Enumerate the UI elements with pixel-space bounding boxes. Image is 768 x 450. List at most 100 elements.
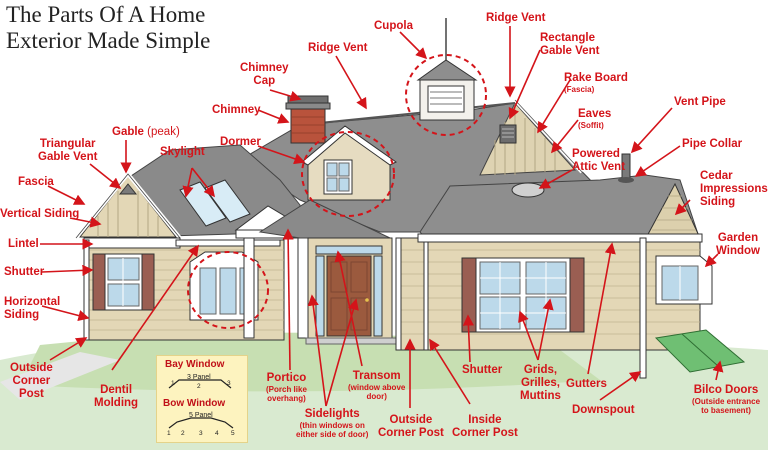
- label-inside-corner-post: Inside Corner Post: [452, 414, 518, 440]
- sidelight: [373, 255, 383, 337]
- outside-corner-post: [83, 239, 90, 341]
- label-bilco-sub2: to basement): [701, 406, 751, 415]
- label-cedar-line3: Siding: [700, 196, 736, 208]
- label-gable-text: Gable: [112, 126, 144, 138]
- label-chimney: Chimney: [212, 104, 261, 116]
- label-outside-corner-post-left: Outside Corner Post: [10, 362, 53, 401]
- label-icp-line2: Corner Post: [452, 427, 518, 439]
- label-gable-sub: (peak): [147, 126, 180, 138]
- label-rake-board-sub: (Fascia): [564, 85, 595, 94]
- label-vent-pipe: Vent Pipe: [674, 96, 726, 108]
- dentil-molding: [175, 239, 281, 247]
- label-garden-line1: Garden: [717, 232, 759, 244]
- label-cupola: Cupola: [374, 20, 413, 32]
- label-sidelights-sub1: (thin windows on: [299, 421, 365, 430]
- inside-corner-post: [423, 237, 429, 351]
- highlight-circles: [187, 54, 487, 329]
- back-gable: [479, 102, 577, 176]
- label-ocp-mid-line1: Outside: [389, 414, 433, 426]
- shutter: [141, 253, 155, 311]
- label-eaves-sub: (Soffit): [578, 121, 604, 130]
- label-powered-line2: Attic Vent: [572, 161, 626, 173]
- triangular-gable-vent: [118, 183, 138, 195]
- label-tri-line2: Gable Vent: [38, 151, 98, 163]
- label-portico: Portico (Porch like overhang): [266, 372, 307, 403]
- garden-window: [655, 255, 713, 305]
- label-garden-window: Garden Window: [716, 232, 760, 258]
- label-rectangle-gable-vent: Rectangle Gable Vent: [540, 32, 599, 58]
- label-downspout: Downspout: [572, 404, 635, 416]
- label-lintel: Lintel: [8, 238, 39, 250]
- label-transom: Transom (window above door): [348, 370, 405, 401]
- chimney: [285, 95, 331, 144]
- label-grids-line3: Muttins: [520, 390, 561, 402]
- powered-attic-vent: [511, 182, 545, 198]
- label-icp-line1: Inside: [468, 414, 502, 426]
- legend-bay-num-1: 1: [171, 380, 175, 387]
- label-rake-board: Rake Board (Fascia): [564, 72, 628, 94]
- legend-bow-num-5: 5: [231, 430, 235, 437]
- label-pipe-collar: Pipe Collar: [682, 138, 743, 150]
- title-line-2: Exterior Made Simple: [6, 28, 211, 53]
- rectangle-gable-vent: [499, 124, 517, 144]
- sidelight: [315, 255, 325, 337]
- label-gutters: Gutters: [566, 378, 607, 390]
- label-sidelights-text: Sidelights: [304, 408, 360, 420]
- label-portico-sub2: overhang): [267, 394, 306, 403]
- legend-bay-num-3: 3: [227, 380, 231, 387]
- label-cedar-line1: Cedar: [700, 170, 733, 182]
- bay-window: [189, 251, 259, 321]
- label-ocp-mid-line2: Corner Post: [378, 427, 444, 439]
- label-rake-board-text: Rake Board: [564, 72, 628, 84]
- label-gable: Gable (peak): [112, 126, 180, 139]
- label-horizontal-line1: Horizontal: [4, 296, 61, 308]
- legend-bay-title: Bay Window: [165, 359, 225, 370]
- legend-bow-num-3: 3: [199, 430, 203, 437]
- label-dentil-line1: Dentil: [100, 384, 133, 396]
- label-ridge-vent: Ridge Vent: [308, 42, 368, 54]
- label-chimney-cap-line1: Chimney: [240, 62, 289, 74]
- gutter: [417, 233, 703, 243]
- label-ocp-left-line2: Corner: [12, 375, 51, 387]
- label-bilco-doors: Bilco Doors (Outside entrance to basemen…: [692, 384, 760, 415]
- label-portico-sub1: (Porch like: [266, 385, 307, 394]
- label-dentil-line2: Molding: [94, 397, 139, 409]
- label-powered-line1: Powered: [572, 148, 620, 160]
- label-grids-line2: Grilles,: [520, 377, 560, 389]
- label-cedar-line2: Impressions: [700, 183, 768, 195]
- door-step: [305, 337, 397, 345]
- legend-bow-title: Bow Window: [163, 398, 226, 409]
- shutter: [92, 253, 106, 311]
- transom: [315, 245, 383, 255]
- walkway: [0, 352, 120, 400]
- label-shutter-mid: Shutter: [462, 364, 503, 376]
- legend-bay-sub: 3 Panel: [187, 374, 211, 381]
- label-outside-corner-post-mid: Outside Corner Post: [378, 414, 444, 440]
- label-bilco-sub1: (Outside entrance: [692, 397, 761, 406]
- label-ridge-vent-top: Ridge Vent: [486, 12, 546, 24]
- dormer: [301, 125, 397, 201]
- legend-bow-num-2: 2: [181, 430, 185, 437]
- label-rect-gable-line2: Gable Vent: [540, 45, 600, 57]
- label-garden-line2: Window: [716, 245, 760, 257]
- legend-bow-num-4: 4: [215, 430, 219, 437]
- downspout: [639, 237, 647, 379]
- label-chimney-cap-line2: Cap: [253, 75, 276, 87]
- label-shutter-left: Shutter: [4, 266, 45, 278]
- legend-bay-num-2: 2: [197, 383, 201, 390]
- cupola: [416, 18, 478, 121]
- label-sidelights: Sidelights (thin windows on either side …: [296, 408, 368, 439]
- lintel-board: [83, 237, 181, 249]
- legend-bow-num-1: 1: [167, 430, 171, 437]
- label-transom-sub2: door): [366, 392, 387, 401]
- page-title: The Parts Of A Home Exterior Made Simple: [6, 2, 210, 54]
- label-tri-line1: Triangular: [39, 138, 96, 150]
- bow-window-shape: [168, 417, 234, 429]
- label-sidelights-sub2: either side of door): [296, 430, 369, 439]
- label-transom-text: Transom: [352, 370, 401, 382]
- label-portico-text: Portico: [266, 372, 307, 384]
- label-bilco-text: Bilco Doors: [693, 384, 759, 396]
- label-grids-line1: Grids,: [523, 364, 558, 376]
